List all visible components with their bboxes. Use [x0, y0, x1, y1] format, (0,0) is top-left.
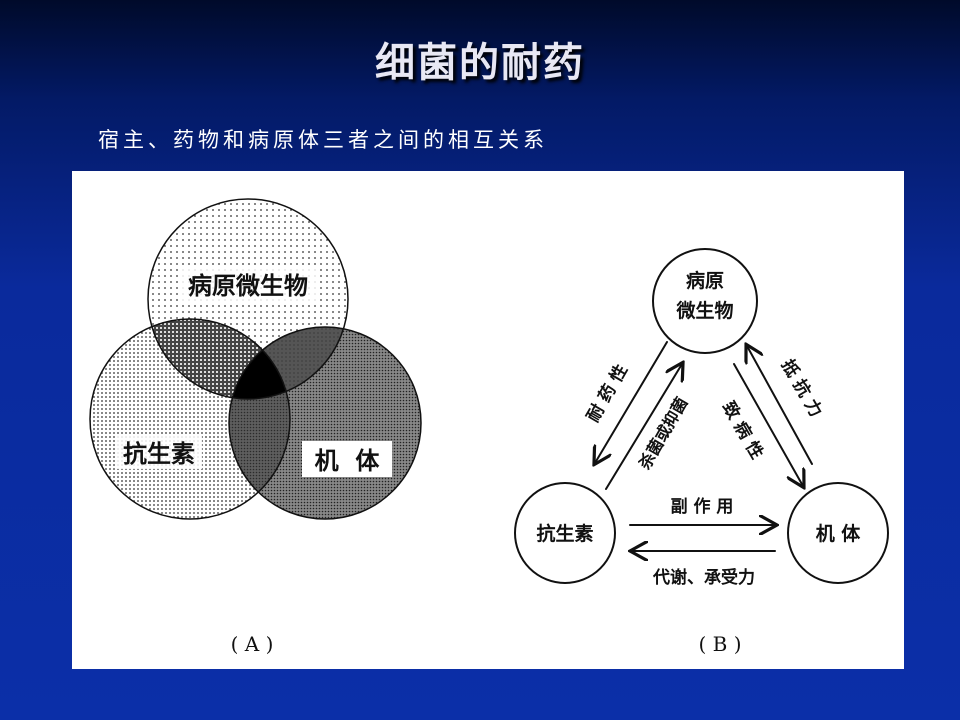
venn-label-antibiotic: 抗生素: [123, 440, 195, 468]
caption-b: ( B ): [698, 632, 741, 656]
node-pathogen-label-1: 病原: [686, 269, 724, 292]
edge-label-side-effect: 副 作 用: [671, 496, 734, 517]
caption-a: ( A ): [231, 632, 274, 656]
venn-label-host: 机 体: [315, 447, 381, 475]
figure-panel: 病原微生物 抗生素 机 体 ( A ) 病原 微生物 抗生素 机 体 耐 药 性…: [72, 171, 904, 669]
node-pathogen: [652, 248, 758, 354]
edge-label-bactericidal: 杀菌或抑菌: [635, 394, 691, 473]
relationship-diagram: 病原 微生物 抗生素 机 体 耐 药 性 杀菌或抑菌 致 病 性 抵 抗 力 副…: [514, 248, 889, 656]
slide-subtitle: 宿主、药物和病原体三者之间的相互关系: [98, 128, 548, 152]
edge-label-immunity: 抵 抗 力: [777, 356, 827, 421]
node-pathogen-label-2: 微生物: [675, 299, 733, 322]
edge-label-metabolism: 代谢、承受力: [652, 567, 755, 588]
figure-svg: 病原微生物 抗生素 机 体 ( A ) 病原 微生物 抗生素 机 体 耐 药 性…: [89, 198, 889, 656]
edge-label-pathogenicity: 致 病 性: [718, 398, 768, 463]
venn-label-pathogen: 病原微生物: [188, 272, 308, 300]
arrow-immunity: [747, 346, 813, 465]
node-host-label: 机 体: [816, 522, 862, 545]
arrow-resistance: [595, 341, 668, 463]
edge-label-resistance: 耐 药 性: [582, 361, 632, 426]
venn-diagram: 病原微生物 抗生素 机 体 ( A ): [89, 198, 422, 656]
arrow-bactericidal: [605, 364, 682, 490]
slide-title: 细菌的耐药: [375, 39, 585, 86]
node-host: [787, 482, 889, 584]
node-antibiotic-label: 抗生素: [536, 522, 593, 545]
arrow-pathogenicity: [733, 363, 803, 486]
node-antibiotic: [514, 482, 616, 584]
